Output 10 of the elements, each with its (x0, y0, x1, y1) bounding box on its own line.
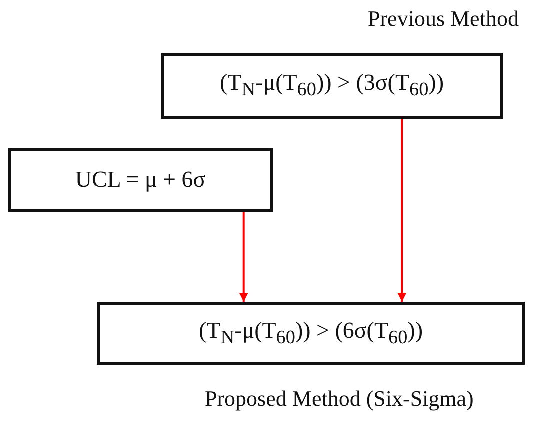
formula-text: (T$_{N}$-μ(T$_{60}$)) > (3σ(T$_{60}$)) (220, 70, 444, 102)
formula-text: UCL = μ + 6σ (75, 167, 206, 193)
arrow (398, 119, 407, 302)
process-box (97, 302, 525, 365)
process-box (8, 148, 273, 212)
formula-text: (T$_{N}$-μ(T$_{60}$)) > (6σ(T$_{60}$)) (199, 318, 423, 350)
process-box (161, 53, 503, 119)
arrow (239, 212, 248, 302)
method-caption: Previous Method (368, 6, 519, 32)
method-caption: Proposed Method (Six-Sigma) (205, 386, 474, 412)
